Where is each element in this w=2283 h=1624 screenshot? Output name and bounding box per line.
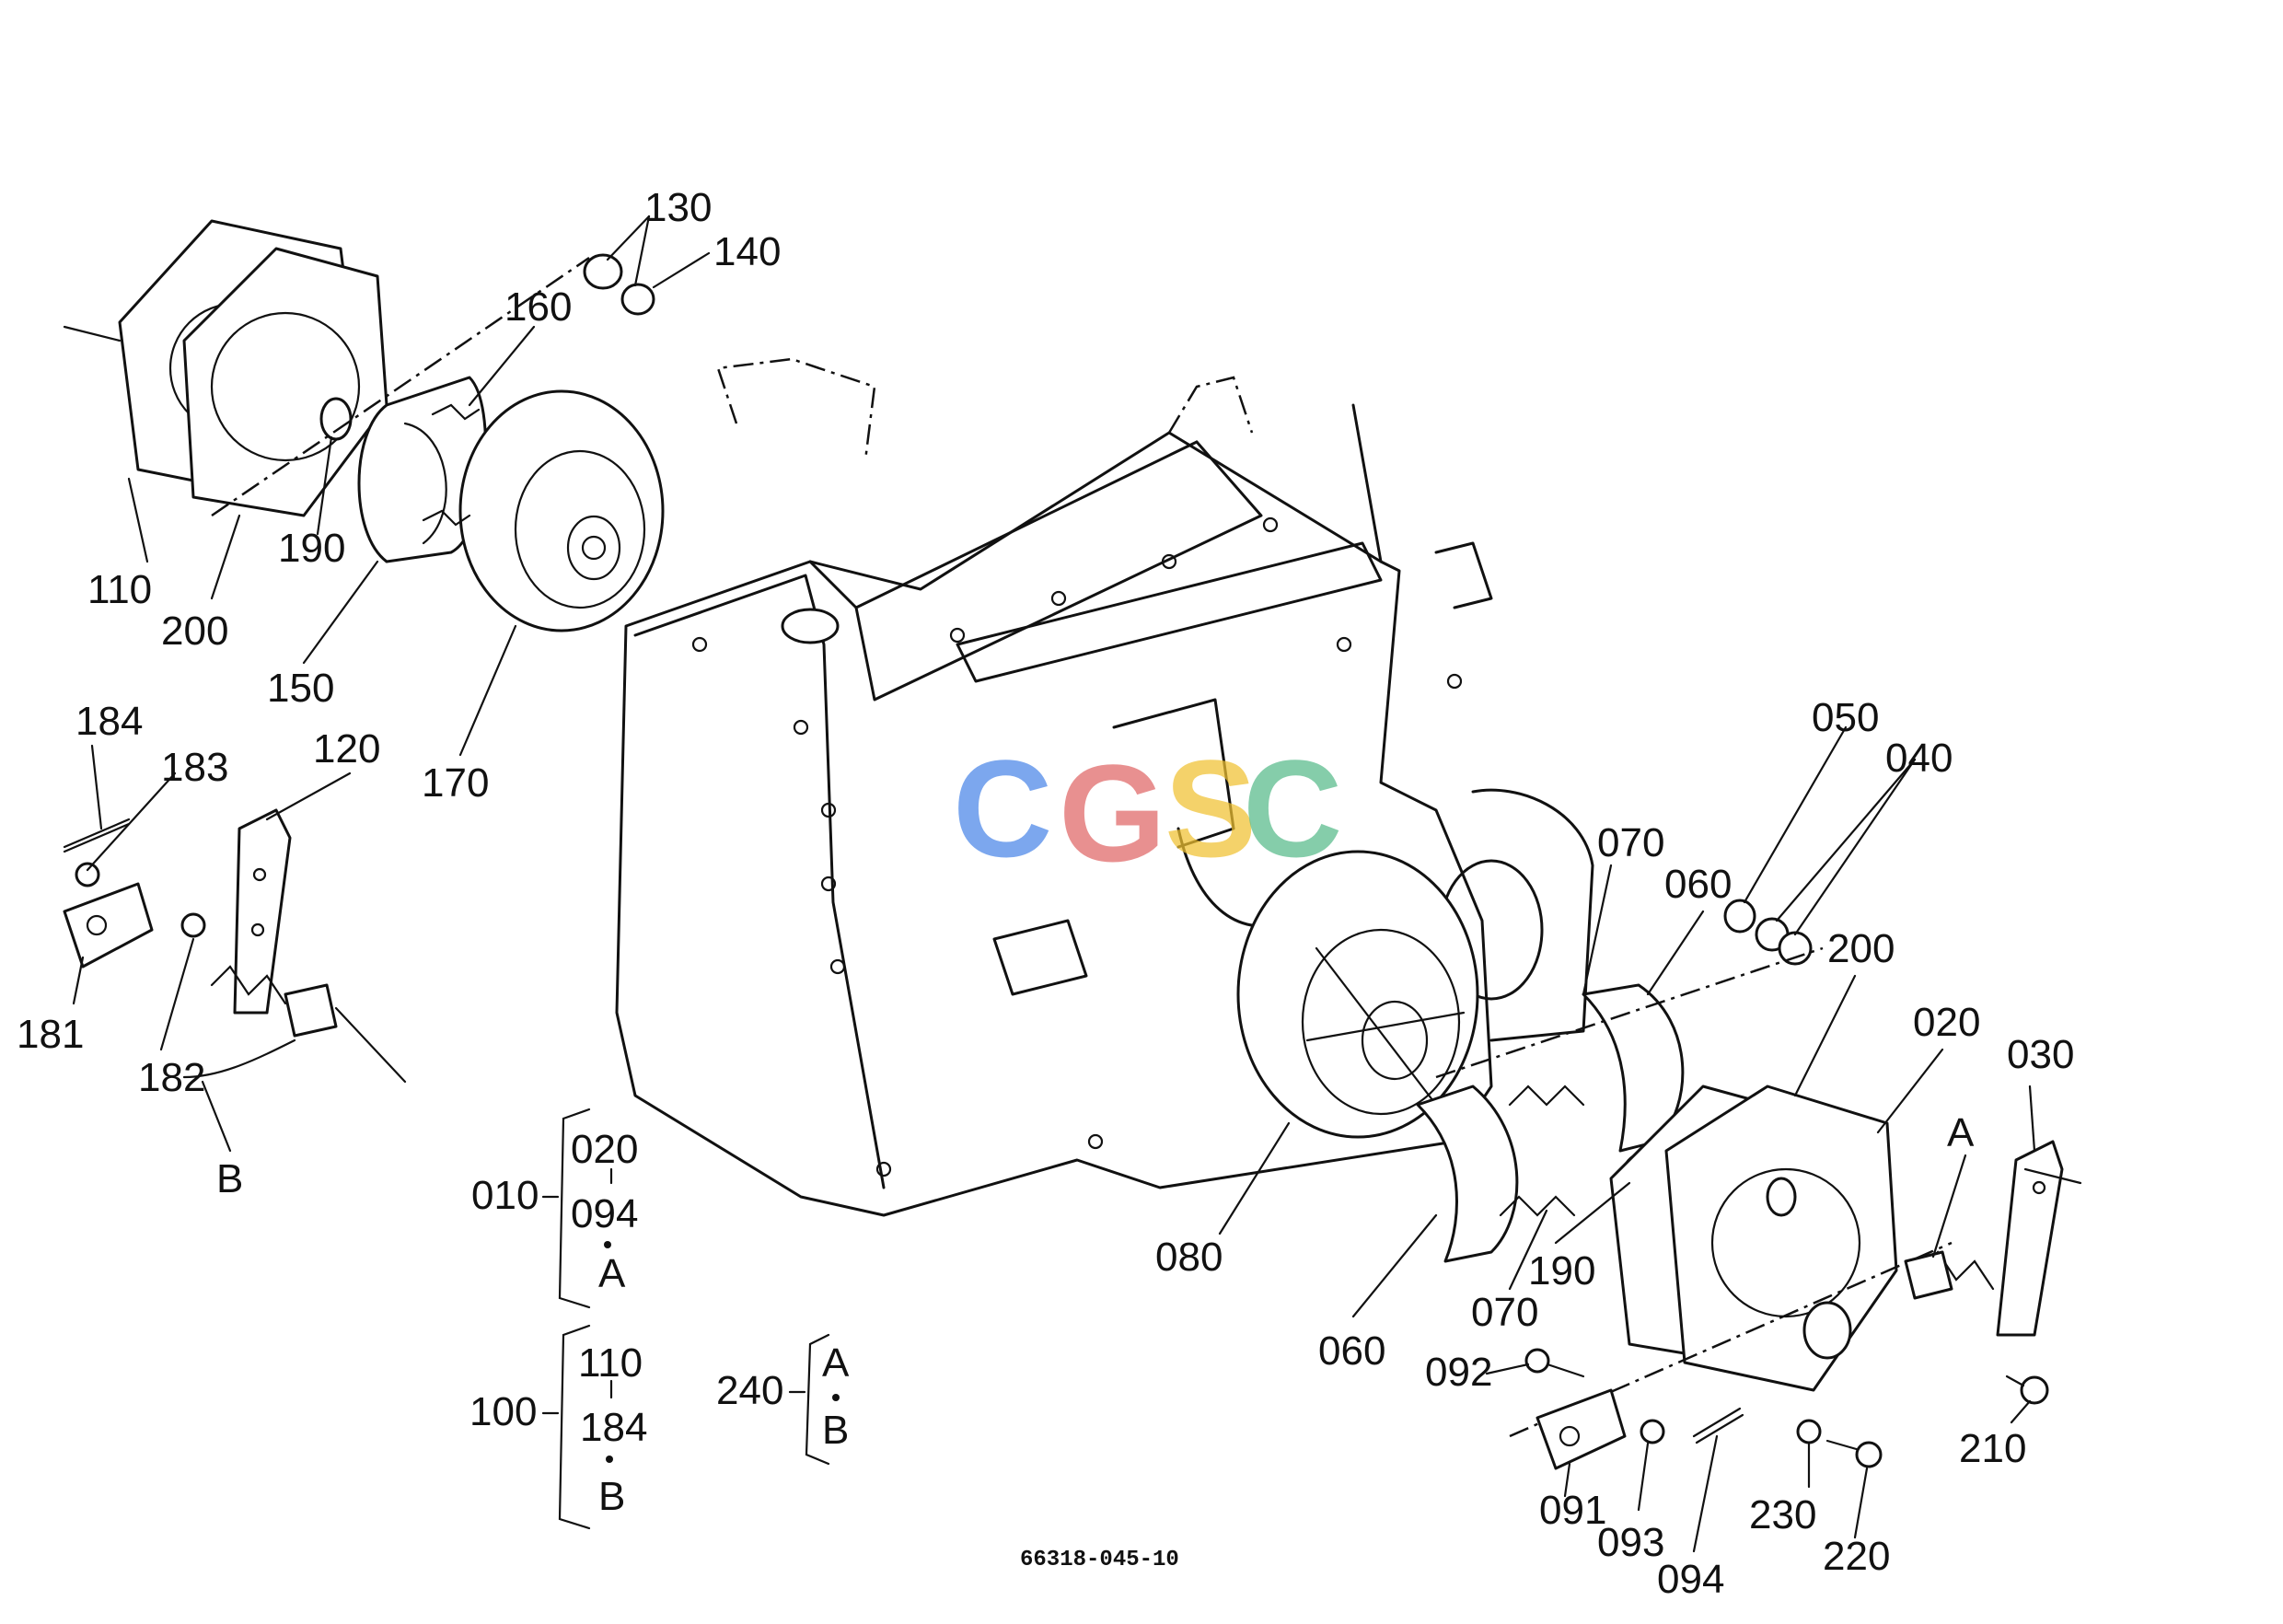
label-092: 092 xyxy=(1425,1350,1492,1395)
left-brake-drum-170 xyxy=(458,389,665,632)
label-184: 184 xyxy=(75,699,143,744)
right-lever-030 xyxy=(1996,1140,2064,1337)
right-axis-line xyxy=(1435,946,1824,1079)
group-100-item-1: 110 xyxy=(578,1340,643,1386)
label-080: 080 xyxy=(1155,1235,1223,1280)
label-091: 091 xyxy=(1539,1488,1606,1533)
group-010-item-2: 094 xyxy=(571,1191,638,1236)
left-pin-182 xyxy=(180,912,206,938)
label-230: 230 xyxy=(1749,1492,1816,1537)
watermark-letter-c1: C xyxy=(953,731,1052,886)
watermark-letter-c2: C xyxy=(1243,731,1342,886)
left-arrow xyxy=(63,325,122,342)
label-182: 182 xyxy=(138,1055,205,1100)
label-140: 140 xyxy=(713,229,781,274)
label-030: 030 xyxy=(2007,1032,2074,1077)
label-060-lower: 060 xyxy=(1318,1328,1385,1374)
group-010-item-3: A xyxy=(598,1251,626,1296)
left-brake-shoe-150 xyxy=(357,376,487,563)
label-190-right: 190 xyxy=(1528,1248,1595,1293)
right-washer-093 xyxy=(1640,1419,1665,1444)
label-020: 020 xyxy=(1913,1000,1980,1045)
label-200-left: 200 xyxy=(161,609,228,654)
group-010: 010 020 094 A xyxy=(471,1108,638,1309)
group-240-id: 240 xyxy=(716,1368,783,1413)
right-arrow xyxy=(2023,1167,2082,1185)
left-spring-shaft xyxy=(182,965,407,1084)
label-120: 120 xyxy=(313,726,380,771)
label-040: 040 xyxy=(1885,736,1953,781)
group-240: 240 A B xyxy=(716,1333,850,1466)
right-brake-cover-020 xyxy=(1664,1085,1898,1392)
label-130: 130 xyxy=(644,185,712,230)
label-B-left: B xyxy=(216,1156,243,1201)
label-070-upper: 070 xyxy=(1597,820,1664,865)
label-183: 183 xyxy=(161,745,228,790)
right-brake-shoe-060 xyxy=(1416,983,1685,1263)
label-A-right: A xyxy=(1947,1110,1975,1155)
cgsc-watermark-logo: C G S C xyxy=(953,731,1342,890)
label-200-right: 200 xyxy=(1827,926,1895,971)
left-gasket-200 xyxy=(182,247,388,517)
right-spring-shaft-A xyxy=(1904,1250,1995,1300)
group-010-id: 010 xyxy=(471,1173,539,1218)
left-lever-120 xyxy=(233,808,292,1015)
drawing-number: 66318-045-10 xyxy=(1020,1548,1179,1572)
label-181: 181 xyxy=(17,1012,84,1057)
group-100: 100 110 184 B xyxy=(469,1324,647,1530)
label-070-lower: 070 xyxy=(1471,1290,1538,1335)
label-170: 170 xyxy=(422,760,489,806)
right-bolt-220 xyxy=(1825,1439,1883,1468)
label-060-upper: 060 xyxy=(1664,862,1732,907)
right-bolt-210 xyxy=(2005,1375,2049,1405)
right-brake-drum-080 xyxy=(1236,850,1479,1139)
right-cotter-pin-094 xyxy=(1692,1407,1744,1444)
left-cotter-pin-184 xyxy=(63,818,131,853)
label-210: 210 xyxy=(1959,1426,2026,1471)
leader-lines xyxy=(72,215,2036,1553)
group-240-item-1: A xyxy=(822,1340,850,1386)
group-100-id: 100 xyxy=(469,1389,537,1434)
label-094: 094 xyxy=(1657,1557,1724,1602)
label-093: 093 xyxy=(1597,1520,1664,1565)
label-160: 160 xyxy=(504,284,572,330)
label-110: 110 xyxy=(87,567,152,612)
left-ring-130 xyxy=(583,253,655,316)
right-clevis-091 xyxy=(1536,1388,1627,1470)
right-ring-040 xyxy=(1755,917,1813,966)
right-washer-230 xyxy=(1796,1419,1822,1444)
right-ring-050 xyxy=(1723,899,1756,934)
group-100-item-2: 184 xyxy=(580,1405,647,1450)
right-spring-070 xyxy=(1499,1085,1585,1217)
label-150: 150 xyxy=(267,666,334,711)
group-010-item-1: 020 xyxy=(571,1127,638,1172)
label-050: 050 xyxy=(1812,695,1879,740)
group-100-item-3: B xyxy=(598,1474,625,1519)
part-labels: 130 140 160 110 200 190 150 170 184 183 … xyxy=(17,185,2074,1602)
left-clevis-181 xyxy=(63,882,154,969)
group-240-item-2: B xyxy=(822,1408,849,1453)
watermark-letter-g: G xyxy=(1059,736,1166,890)
label-220: 220 xyxy=(1823,1534,1890,1579)
watermark-letter-s: S xyxy=(1165,731,1257,886)
left-washer-183 xyxy=(75,862,100,887)
left-spring-160 xyxy=(422,403,481,527)
right-pin-092 xyxy=(1524,1348,1585,1378)
left-axis-line xyxy=(211,256,590,517)
label-190-left: 190 xyxy=(278,526,345,571)
